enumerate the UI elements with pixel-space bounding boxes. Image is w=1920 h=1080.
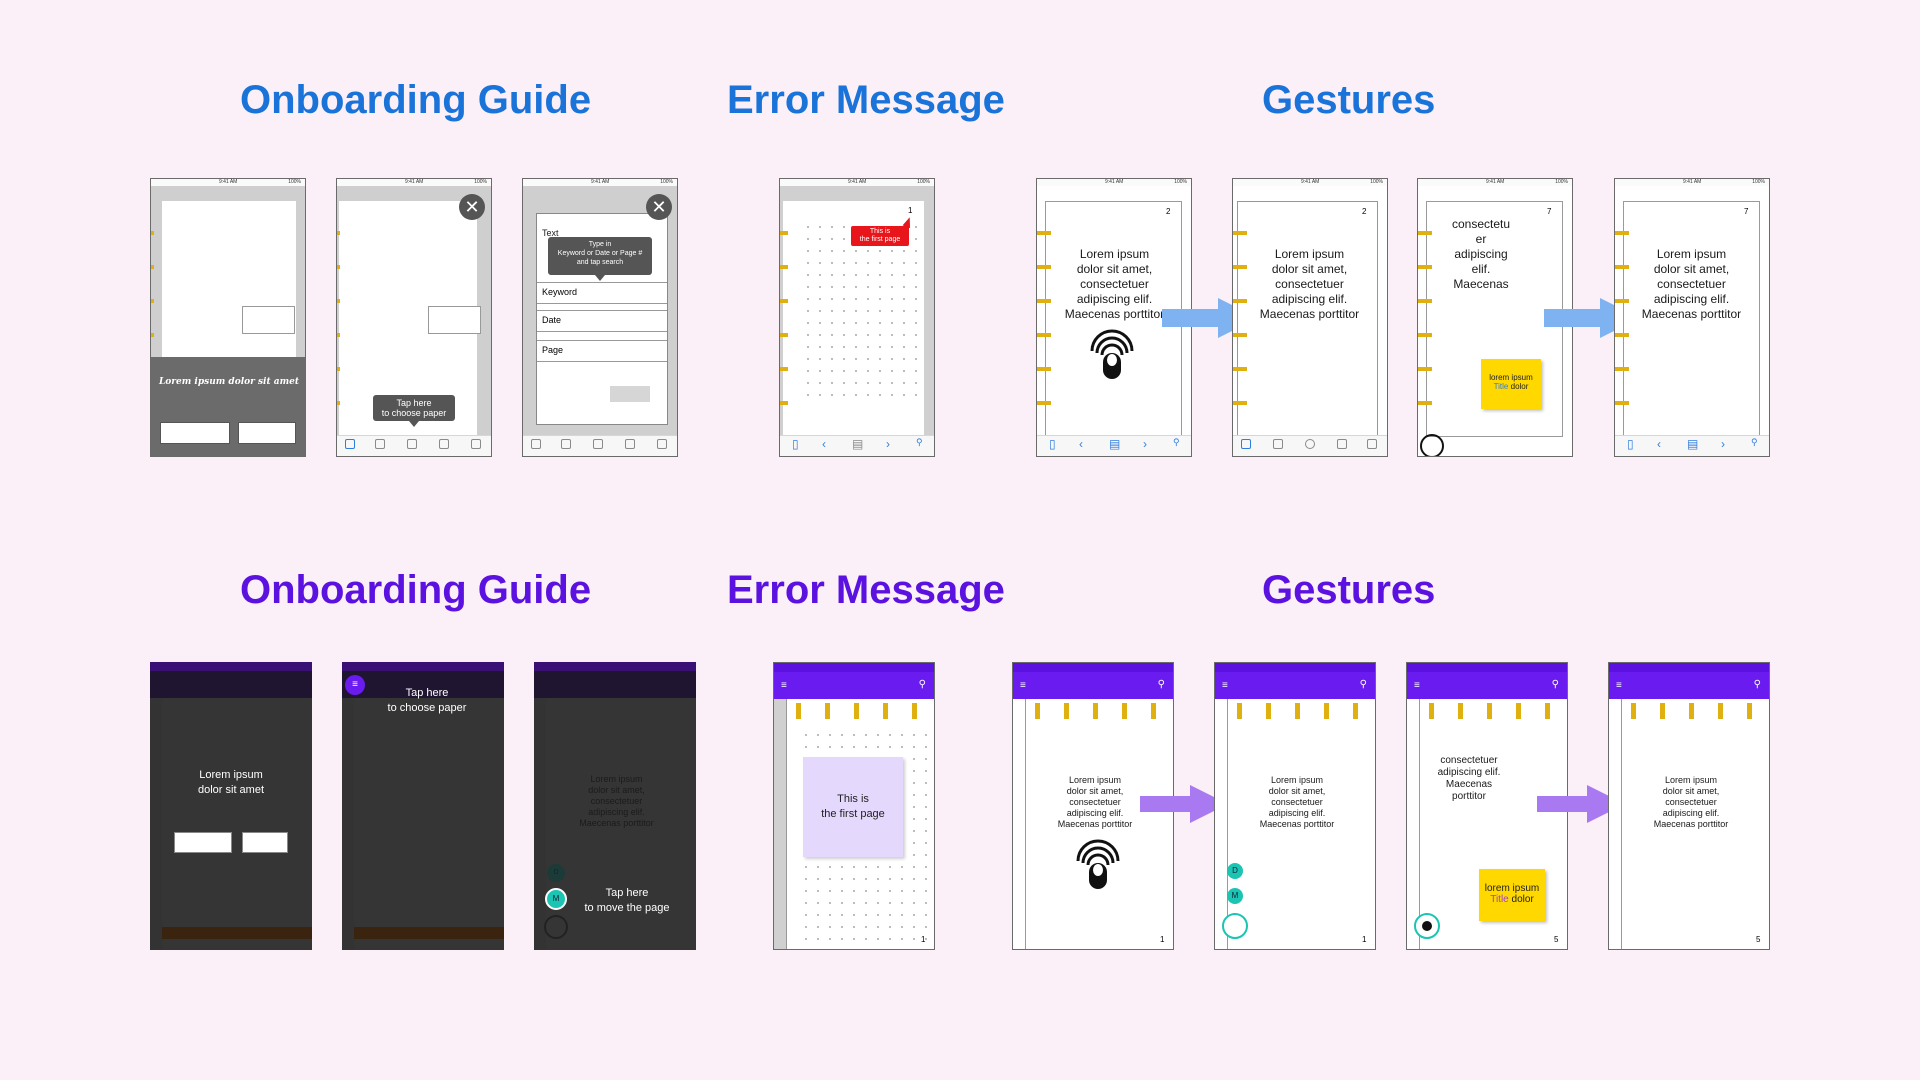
faded-page-text: Lorem ipsum dolor sit amet, consectetuer… <box>579 774 654 828</box>
page-number: 1 <box>1160 935 1165 944</box>
overlay-text: Lorem ipsum dolor sit amet <box>158 377 300 387</box>
page-number: 5 <box>1554 935 1559 944</box>
lock-icon[interactable] <box>1420 434 1444 456</box>
android-error-heading: Error Message <box>727 568 1005 612</box>
overlay-button-right[interactable] <box>238 422 296 444</box>
menu-icon[interactable]: ≡ <box>1616 680 1622 691</box>
search-icon[interactable]: ⚲ <box>918 679 926 690</box>
swipe-arrow-icon <box>1140 785 1228 823</box>
tag-m[interactable]: M <box>1227 888 1243 904</box>
search-icon[interactable]: ⚲ <box>1551 679 1559 690</box>
page-number: 1 <box>921 935 926 944</box>
overlay-button-left[interactable] <box>174 832 232 853</box>
search-icon[interactable]: ⚲ <box>1157 679 1165 690</box>
empty-tag[interactable] <box>1222 913 1248 939</box>
android-onboarding-screen-3: Lorem ipsum dolor sit amet, consectetuer… <box>534 662 696 950</box>
page-text: Lorem ipsum dolor sit amet, consectetuer… <box>1653 775 1729 829</box>
menu-icon[interactable]: ≡ <box>345 675 365 695</box>
lock-icon[interactable] <box>1414 913 1440 939</box>
search-button[interactable] <box>610 386 650 402</box>
keyword-field[interactable]: Keyword <box>537 282 667 304</box>
overlay-button-right[interactable] <box>242 832 288 853</box>
page-text: Lorem ipsum dolor sit amet, consectetuer… <box>1057 775 1133 829</box>
android-onboarding-heading: Onboarding Guide <box>240 568 592 612</box>
page-text: Lorem ipsum dolor sit amet, consectetuer… <box>1259 775 1335 829</box>
tag-d[interactable]: D <box>547 864 565 882</box>
page-number: 1 <box>1362 935 1367 944</box>
page-text: consectetu er adipiscing elif. Maecenas <box>1451 217 1511 291</box>
sticky-note[interactable]: lorem ipsum Title dolor <box>1479 869 1545 921</box>
menu-icon[interactable]: ≡ <box>1414 680 1420 691</box>
close-icon[interactable]: ✕ <box>646 194 672 220</box>
menu-icon[interactable]: ≡ <box>781 680 787 691</box>
page-text: Lorem ipsum dolor sit amet, consectetuer… <box>1064 247 1165 321</box>
ios-gestures-heading: Gestures <box>1262 78 1436 122</box>
paper-sheet <box>1621 699 1769 949</box>
search-field-label: Text <box>542 228 559 238</box>
page-number: 7 <box>1744 207 1749 216</box>
date-field[interactable]: Date <box>537 310 667 332</box>
tab-bar <box>337 435 491 456</box>
page-text: consectetuer adipiscing elif. Maecenas p… <box>1437 755 1501 802</box>
android-gestures-heading: Gestures <box>1262 568 1436 612</box>
page-field[interactable]: Page <box>537 340 667 362</box>
android-gesture-screen-4: ≡ ⚲ Lorem ipsum dolor sit amet, consectet… <box>1608 662 1770 950</box>
page-number: 2 <box>1166 207 1171 216</box>
tag-d[interactable]: D <box>1227 863 1243 879</box>
onboarding-overlay: Lorem ipsum dolor sit amet <box>151 357 305 456</box>
search-icon[interactable]: ⚲ <box>1753 679 1761 690</box>
paper-sheet <box>162 201 296 387</box>
menu-icon[interactable]: ≡ <box>1020 680 1026 691</box>
tag-m[interactable]: M <box>545 888 567 910</box>
sticky-note[interactable]: lorem ipsum Title dolor <box>1481 359 1541 409</box>
floating-box <box>242 306 295 334</box>
swipe-arrow-icon <box>1537 785 1625 823</box>
menu-icon[interactable]: ≡ <box>1222 680 1228 691</box>
page-text: Lorem ipsum dolor sit amet, consectetuer… <box>1641 247 1742 321</box>
page-number: 1 <box>908 206 913 215</box>
paper-sheet <box>1237 201 1378 437</box>
paper-sheet <box>1623 201 1760 437</box>
page-number: 5 <box>1756 935 1761 944</box>
page-number: 2 <box>1362 207 1367 216</box>
tap-gesture-icon <box>1076 839 1120 889</box>
page-text: Lorem ipsum dolor sit amet, consectetuer… <box>1259 247 1360 321</box>
android-gesture-screen-3: ≡ ⚲ consectetuer adipiscing elif. Maecena… <box>1406 662 1568 950</box>
ios-error-heading: Error Message <box>727 78 1005 122</box>
search-icon[interactable]: ⚲ <box>1359 679 1367 690</box>
empty-tag[interactable] <box>544 915 568 939</box>
tap-gesture-icon <box>1090 329 1134 379</box>
android-gesture-screen-2: ≡ ⚲ Lorem ipsum dolor sit amet, consectet… <box>1214 662 1376 950</box>
overlay-button-left[interactable] <box>160 422 230 444</box>
paper-sheet <box>1025 699 1173 949</box>
close-icon[interactable]: ✕ <box>459 194 485 220</box>
paper-sheet <box>1227 699 1375 949</box>
paper-sheet <box>1045 201 1182 437</box>
page-number: 7 <box>1547 207 1552 216</box>
ios-onboarding-heading: Onboarding Guide <box>240 78 592 122</box>
